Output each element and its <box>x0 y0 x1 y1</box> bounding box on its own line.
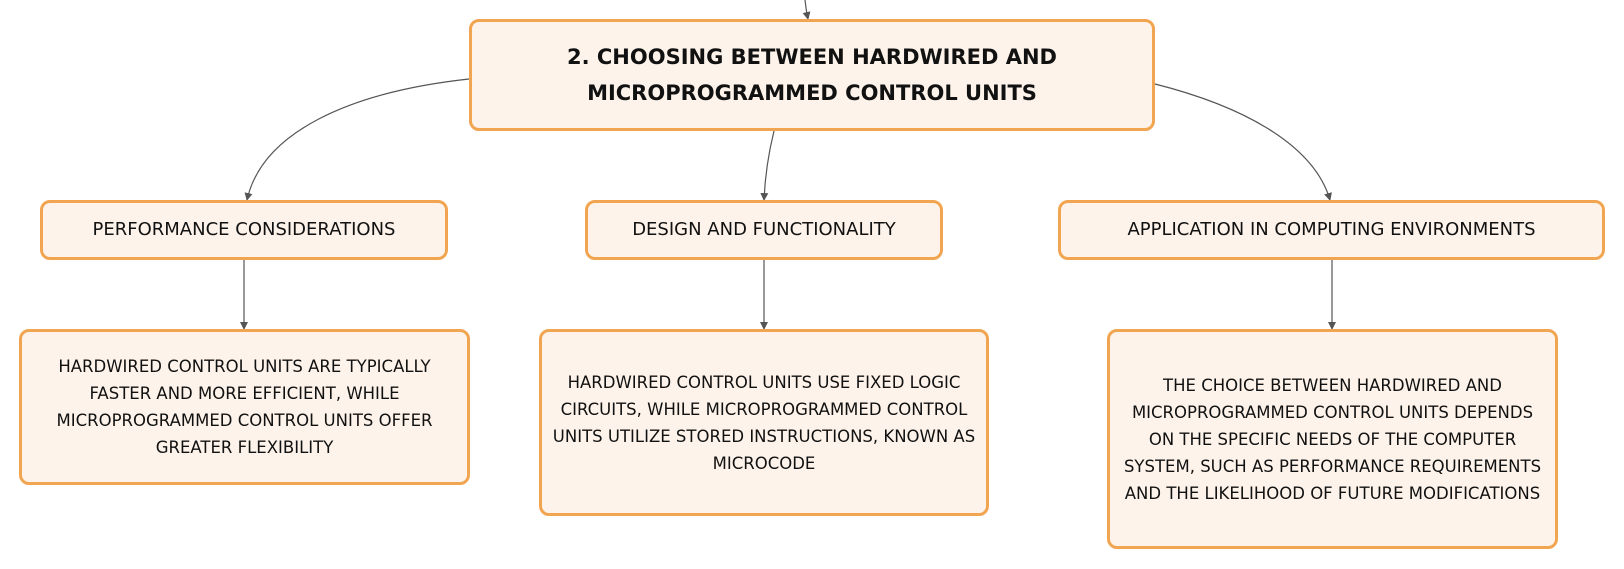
topic-label: APPLICATION IN COMPUTING ENVIRONMENTS <box>1127 219 1536 240</box>
detail-text: HARDWIRED CONTROL UNITS USE FIXED LOGIC … <box>552 372 976 473</box>
root-title: 2. CHOOSING BETWEEN HARDWIRED AND MICROP… <box>567 45 1057 105</box>
connector-root-to-design <box>760 130 775 201</box>
root-node[interactable]: 2. CHOOSING BETWEEN HARDWIRED AND MICROP… <box>469 19 1155 131</box>
detail-node-application[interactable]: THE CHOICE BETWEEN HARDWIRED AND MICROPR… <box>1107 329 1558 549</box>
topic-node-performance-considerations[interactable]: PERFORMANCE CONSIDERATIONS <box>40 200 448 260</box>
detail-node-performance[interactable]: HARDWIRED CONTROL UNITS ARE TYPICALLY FA… <box>19 329 470 485</box>
topic-node-design-and-functionality[interactable]: DESIGN AND FUNCTIONALITY <box>585 200 943 260</box>
topic-label: DESIGN AND FUNCTIONALITY <box>632 219 896 240</box>
connector-root-to-application <box>1154 83 1332 201</box>
detail-text: THE CHOICE BETWEEN HARDWIRED AND MICROPR… <box>1123 375 1542 503</box>
detail-text: HARDWIRED CONTROL UNITS ARE TYPICALLY FA… <box>56 357 433 457</box>
connector-incoming <box>802 0 811 20</box>
detail-node-design[interactable]: HARDWIRED CONTROL UNITS USE FIXED LOGIC … <box>539 329 989 516</box>
topic-node-application-in-computing-environments[interactable]: APPLICATION IN COMPUTING ENVIRONMENTS <box>1058 200 1605 260</box>
connector-root-to-performance <box>244 78 470 201</box>
topic-label: PERFORMANCE CONSIDERATIONS <box>92 219 396 240</box>
